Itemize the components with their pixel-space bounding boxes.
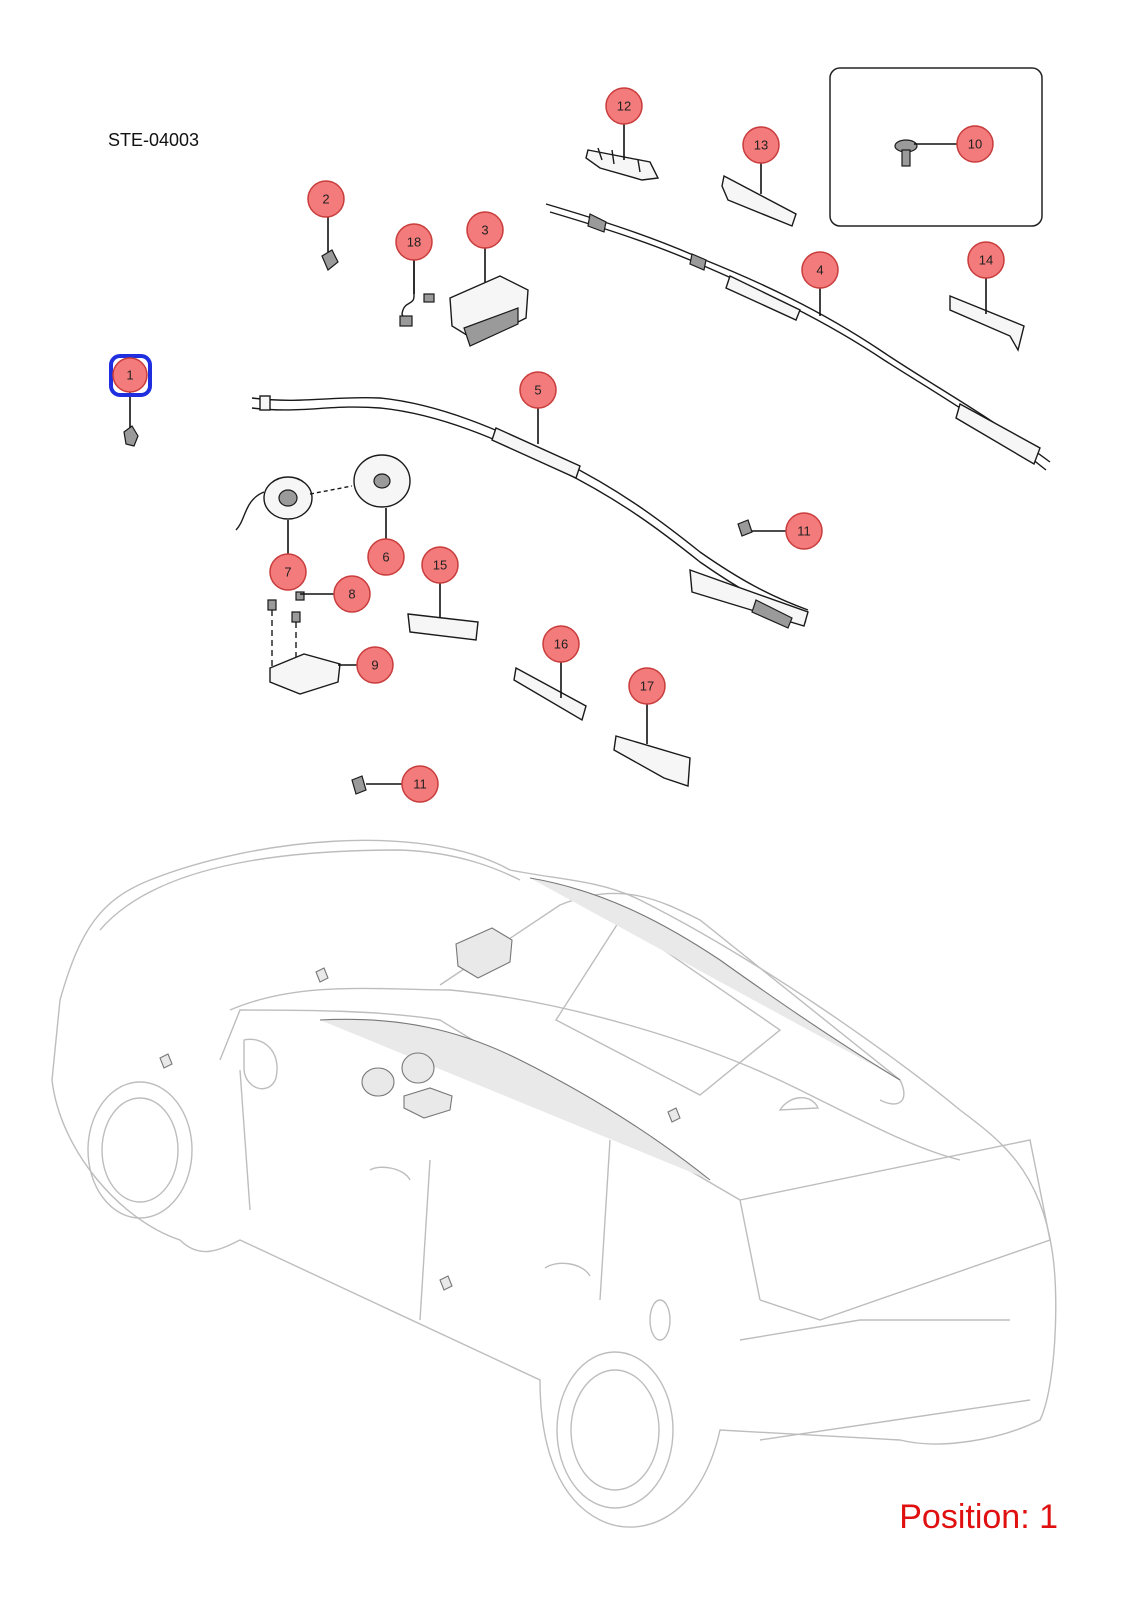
callout-9-label: 9 [371,658,378,673]
part-17-bracket [613,735,691,787]
callout-6-label: 6 [382,550,389,565]
callout-12[interactable]: 12 [605,87,643,160]
callout-6[interactable]: 6 [367,508,405,576]
callout-4-label: 4 [816,263,823,278]
part-12-bracket [585,147,660,181]
part-2-clip [321,249,339,271]
callout-15-label: 15 [433,558,447,573]
callout-14[interactable]: 14 [967,241,1005,314]
callout-11-lower[interactable]: 11 [366,765,439,803]
callout-7-label: 7 [284,565,291,580]
callout-18[interactable]: 18 [395,223,433,294]
selected-highlight [109,354,152,397]
callout-10[interactable]: 10 [914,125,994,163]
position-indicator: Position: 1 [899,1498,1058,1536]
part-4-curtain-airbag [545,203,1051,471]
callout-5[interactable]: 5 [519,371,557,444]
callout-11-lower-label: 11 [413,777,427,792]
part-13-trim [721,174,797,227]
callout-4[interactable]: 4 [801,251,839,316]
callout-9[interactable]: 9 [338,646,394,684]
vehicle-overview [51,839,1057,1528]
callout-1-label: 1 [126,368,133,383]
part-7-clock-spring [235,476,353,531]
callout-5-label: 5 [534,383,541,398]
callout-10-label: 10 [968,137,982,152]
callout-14-label: 14 [979,253,993,268]
callout-18-label: 18 [407,235,421,250]
part-14-trim [949,294,1025,352]
part-16-bracket [513,666,587,722]
part-11-clip-lower [351,775,367,795]
callout-2[interactable]: 2 [307,180,345,252]
callout-16[interactable]: 16 [542,625,580,698]
callout-8[interactable]: 8 [300,575,371,613]
callout-16-label: 16 [554,637,568,652]
part-11-clip-upper [737,519,753,537]
callout-3-label: 3 [481,223,488,238]
part-6-steering-wheel-airbag [353,454,411,508]
callout-17[interactable]: 17 [628,667,666,744]
part-3-airbag-module [449,275,529,347]
callout-13-label: 13 [754,138,768,153]
callout-17-label: 17 [640,679,654,694]
diagram-code: STE-04003 [108,130,200,150]
callout-3[interactable]: 3 [466,211,504,282]
callout-8-label: 8 [348,587,355,602]
detail-inset-box [829,67,1043,227]
callout-2-label: 2 [322,192,329,207]
part-5-curtain-airbag [251,395,809,629]
callout-11-upper-label: 11 [797,524,811,539]
callout-13[interactable]: 13 [742,126,780,194]
part-8-screws [267,591,305,668]
callout-11-upper[interactable]: 11 [752,512,823,550]
part-1-clip [123,425,139,447]
callout-1[interactable]: 1 [109,354,152,428]
callout-15[interactable]: 15 [421,546,459,618]
part-15-trim-cover [407,613,479,641]
callout-7[interactable]: 7 [269,520,307,591]
part-9-airbag-control-unit [269,653,341,695]
part-18-wire-harness [399,256,435,327]
bolt-part-10 [894,139,918,167]
callout-12-label: 12 [617,99,631,114]
